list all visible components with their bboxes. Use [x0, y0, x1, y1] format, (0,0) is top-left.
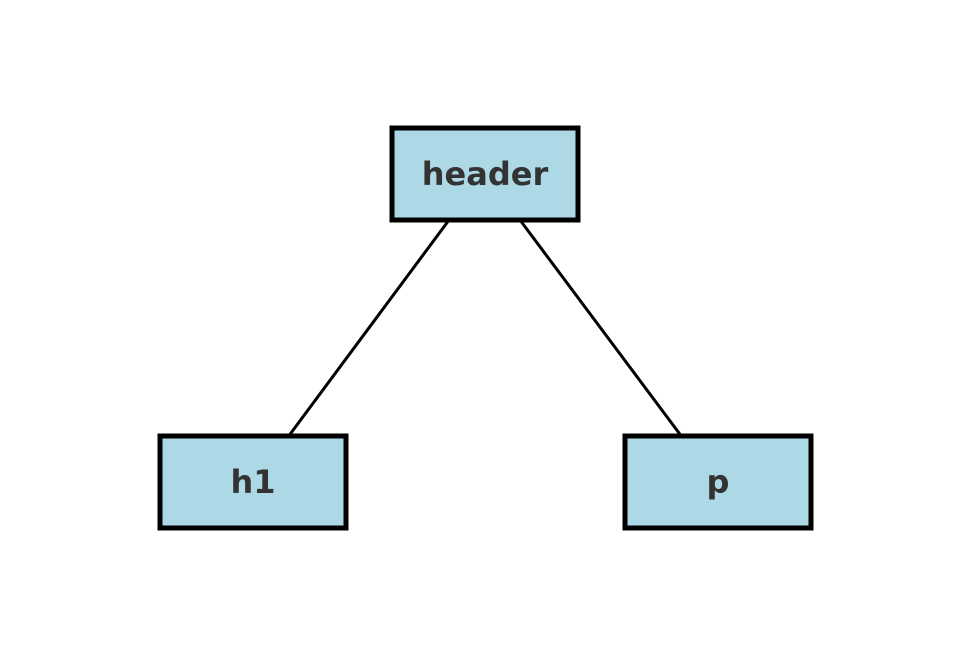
node-header-box: [389, 125, 581, 223]
node-header: header: [389, 125, 581, 223]
node-h1-box: [157, 433, 349, 531]
edge-header-h1: [286, 219, 451, 438]
node-p-box: [622, 433, 814, 531]
node-h1: h1: [157, 433, 349, 531]
node-p: p: [622, 433, 814, 531]
node-h1-label: h1: [230, 463, 275, 501]
edge-header-p: [518, 219, 684, 438]
node-header-label: header: [422, 155, 549, 193]
node-p-label: p: [707, 463, 730, 501]
